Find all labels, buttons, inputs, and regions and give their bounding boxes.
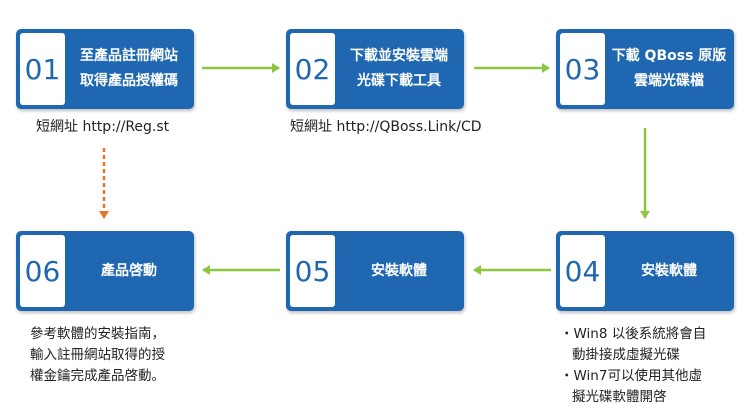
step-01-label-line2: 取得產品授權碼: [80, 73, 178, 89]
step-04-note-line: ・Win8 以後系統將會自: [560, 326, 707, 342]
step-06-label: 產品啓動: [101, 262, 157, 279]
step-06-note-line: 權金鑰完成產品啓動。: [30, 368, 165, 384]
step-05-label: 安裝軟體: [371, 262, 427, 279]
step-06-number: 06: [20, 235, 65, 307]
step-03-label-line2: 雲端光碟檔: [633, 73, 704, 89]
step-01-box: 01 至產品註冊網站 取得產品授權碼: [16, 29, 194, 109]
step-03-number: 03: [560, 33, 605, 105]
step-02-label-line1: 下載並安裝雲端: [350, 48, 448, 64]
step-01-label-line1: 至產品註冊網站: [80, 48, 178, 64]
step-02-box: 02 下載並安裝雲端 光碟下載工具: [286, 29, 464, 109]
step-02-caption: 短網址 http://QBoss.Link/CD: [290, 119, 482, 135]
step-04-note-line: ・Win7可以使用其他虛: [560, 368, 702, 384]
step-04-number: 04: [560, 235, 605, 307]
step-02-number: 02: [290, 33, 335, 105]
step-04-note-line: 擬光碟軟體開啓: [572, 389, 667, 405]
step-06-box: 06 產品啓動: [16, 231, 194, 311]
step-03-label-line1: 下載 QBoss 原版: [611, 48, 727, 64]
step-04-note-line: 動掛接成虛擬光碟: [572, 347, 680, 363]
step-03-box: 03 下載 QBoss 原版 雲端光碟檔: [556, 29, 734, 109]
step-04-notes: ・Win8 以後系統將會自 動掛接成虛擬光碟 ・Win7可以使用其他虛 擬光碟軟…: [560, 324, 706, 408]
step-05-number: 05: [290, 235, 335, 307]
step-06-note-line: 輸入註冊網站取得的授: [30, 347, 165, 363]
step-04-label: 安裝軟體: [641, 262, 697, 279]
step-01-number: 01: [20, 33, 65, 105]
step-04-box: 04 安裝軟體: [556, 231, 734, 311]
step-06-note-line: 參考軟體的安裝指南，: [30, 326, 165, 342]
step-06-notes: 參考軟體的安裝指南， 輸入註冊網站取得的授 權金鑰完成產品啓動。: [30, 324, 165, 387]
step-05-box: 05 安裝軟體: [286, 231, 464, 311]
step-01-caption: 短網址 http://Reg.st: [36, 119, 170, 135]
step-02-label: 下載並安裝雲端 光碟下載工具: [338, 29, 460, 109]
step-01-label: 至產品註冊網站 取得產品授權碼: [68, 29, 190, 109]
step-02-label-line2: 光碟下載工具: [357, 73, 441, 89]
step-03-label: 下載 QBoss 原版 雲端光碟檔: [608, 29, 730, 109]
